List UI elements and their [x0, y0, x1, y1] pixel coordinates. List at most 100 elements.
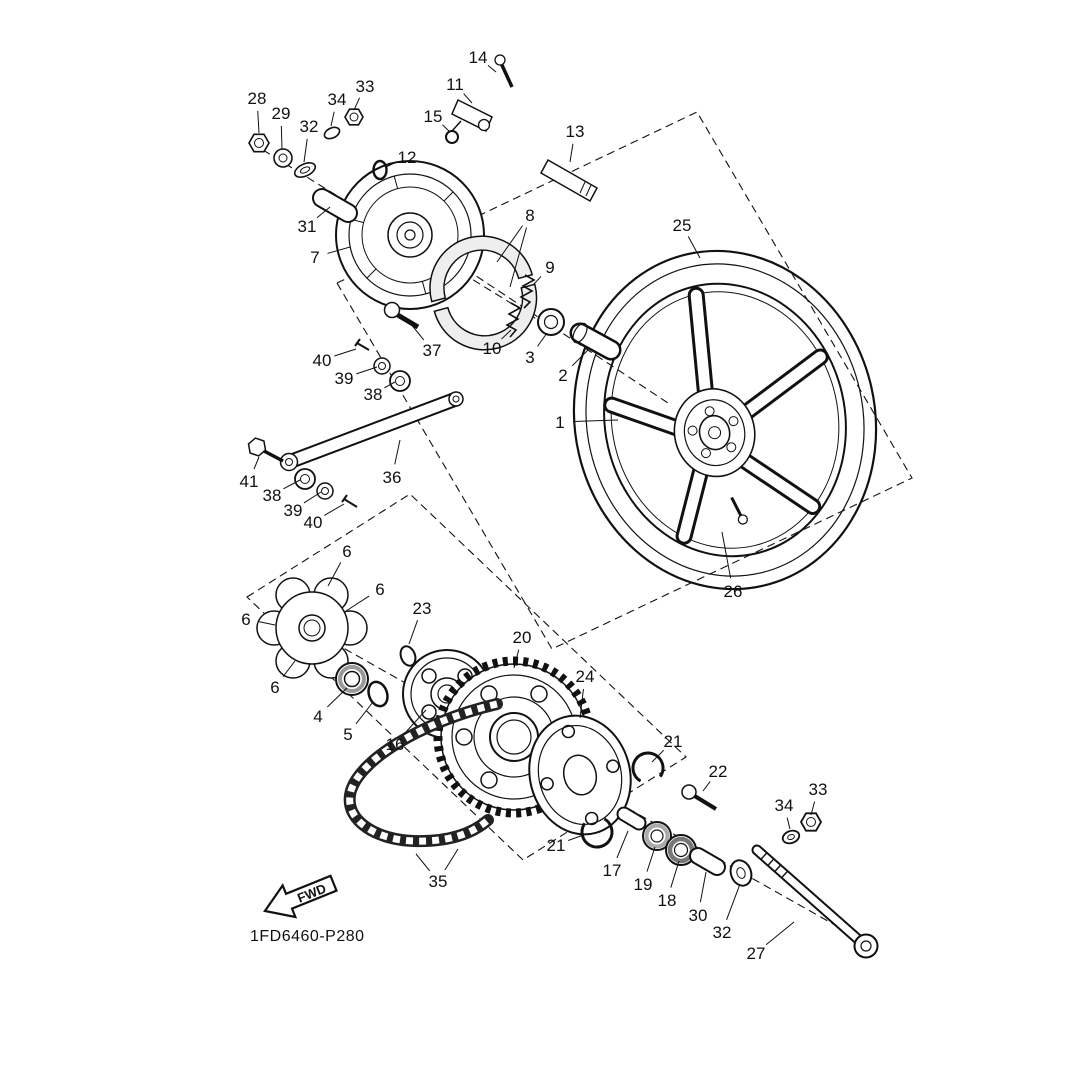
bolt-head — [383, 301, 401, 319]
wheel-hub — [673, 388, 756, 478]
part-number-label: 10 — [483, 339, 502, 358]
hex-nut — [344, 108, 364, 126]
bolt-shaft — [691, 793, 718, 811]
washer-outer — [293, 162, 317, 178]
leader-line — [384, 381, 396, 389]
leader-line — [572, 419, 619, 423]
bearing-balls — [644, 823, 670, 849]
spacer-end — [572, 322, 588, 344]
torque-arm-washer-lower2 — [316, 482, 334, 500]
bolt-head-hex — [247, 437, 267, 457]
part-number-label: 31 — [298, 217, 317, 236]
leader-line — [726, 883, 741, 921]
nut-bore — [349, 112, 359, 122]
leader-line — [334, 348, 357, 357]
part-number-label: 9 — [545, 258, 554, 277]
washer-hole — [736, 867, 746, 879]
sprocket-bolt-hole — [530, 685, 548, 703]
leader-line — [513, 649, 520, 669]
part-number-label: 29 — [272, 104, 291, 123]
plate-ring — [348, 173, 472, 297]
nut-bore — [254, 138, 264, 148]
carrier-stud — [421, 704, 437, 720]
leader-line — [408, 620, 419, 645]
part-number-label: 23 — [413, 599, 432, 618]
valve-stem-cap — [737, 514, 748, 525]
hub-stud — [726, 442, 737, 453]
circlip-lower — [580, 815, 614, 849]
leader-line — [687, 236, 701, 259]
carrier-stud — [421, 668, 437, 684]
part-number-label: 7 — [310, 248, 319, 267]
leader-line — [303, 491, 322, 504]
part-number-label: 21 — [664, 732, 683, 751]
plate-hole — [561, 724, 576, 739]
bearing-inner — [650, 829, 664, 843]
drive-chain — [343, 698, 503, 848]
part-number-label: 38 — [263, 486, 282, 505]
leader-line — [786, 817, 791, 830]
leader-line — [568, 833, 587, 841]
leader-line — [303, 138, 308, 163]
spoke-fill — [690, 289, 712, 400]
bearing-outer — [537, 308, 565, 336]
part-number-label: 2 — [558, 366, 567, 385]
brake-shoe-upper — [429, 235, 534, 303]
part-number-label: 14 — [469, 48, 488, 67]
part-number-label: 34 — [328, 90, 347, 109]
washer-outer — [389, 370, 411, 392]
axle-head — [853, 933, 879, 959]
brake-shoes — [429, 235, 538, 351]
hub-spacer — [569, 322, 622, 361]
rim-inner — [603, 282, 847, 558]
hub-mid — [683, 399, 746, 467]
part-number-label: 39 — [284, 501, 303, 520]
leader-line — [409, 322, 425, 341]
wheel-plane-dashed-box — [336, 111, 913, 650]
plate-hole — [584, 811, 599, 826]
arm-eye-left-hole — [285, 458, 293, 466]
pin-head — [341, 494, 348, 503]
part-number-label: 22 — [709, 762, 728, 781]
spring-washer-right — [781, 829, 801, 845]
leader-line — [258, 621, 276, 626]
hub-stud — [704, 406, 715, 417]
leader-line — [651, 749, 665, 763]
leader-line — [501, 329, 512, 340]
spring-coil — [445, 130, 459, 144]
leader-line — [646, 846, 656, 872]
washer-hole — [299, 166, 311, 174]
part-number-label: 32 — [713, 923, 732, 942]
leader-line — [385, 162, 396, 168]
hub-stud — [728, 416, 739, 427]
torque-arm-washer-upper2 — [389, 370, 411, 392]
wear-indicator-spring — [445, 120, 462, 144]
washer-hole — [300, 474, 310, 484]
leader-line — [355, 701, 374, 725]
axle-nut-right — [799, 812, 823, 832]
hub-bearing — [537, 308, 565, 336]
leader-line — [403, 709, 427, 735]
collar-fill — [314, 190, 356, 221]
part-number-label: 40 — [313, 351, 332, 370]
part-number-label: 28 — [248, 89, 267, 108]
part-number-label: 33 — [809, 780, 828, 799]
damper-bore-inner — [303, 619, 321, 637]
o-ring-23 — [399, 645, 417, 667]
leader-line — [496, 225, 523, 263]
brake-cam-lever — [451, 98, 493, 133]
leader-line — [280, 125, 283, 151]
plain-washer — [273, 148, 293, 168]
washer-outer — [316, 482, 334, 500]
cotter-pin-upper — [354, 338, 370, 351]
part-number-label: 18 — [658, 891, 677, 910]
axle-collar-30 — [689, 847, 726, 876]
part-number-label: 19 — [634, 875, 653, 894]
washer-outer — [294, 468, 316, 490]
part-number-label: 12 — [398, 148, 417, 167]
fwd-arrow: FWD — [263, 874, 338, 919]
arm-eye-right-hole — [452, 395, 460, 403]
camshaft-spline — [579, 181, 586, 194]
pin-shaft — [356, 342, 370, 351]
